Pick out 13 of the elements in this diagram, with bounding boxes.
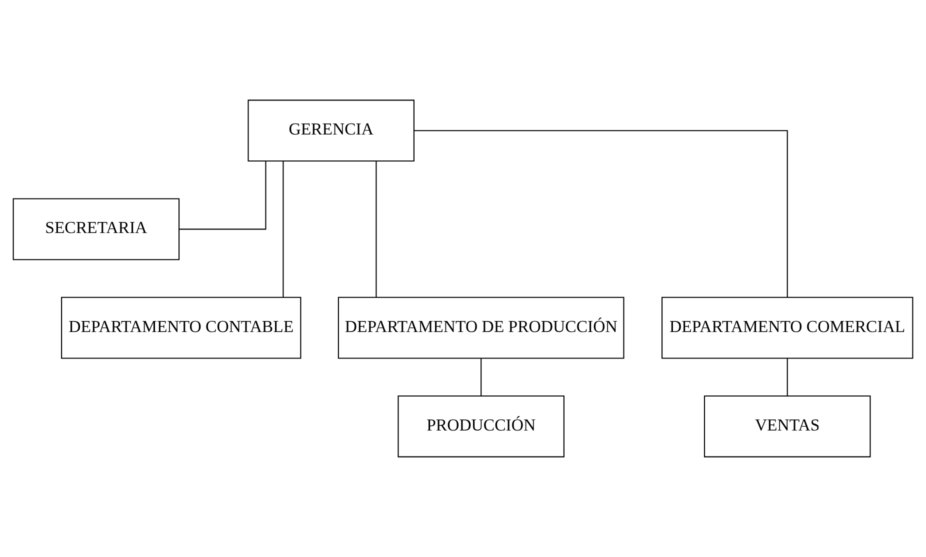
- connector: [414, 130, 788, 297]
- node-box: VENTAS: [704, 395, 871, 458]
- node-box: DEPARTAMENTO DE PRODUCCIÓN: [338, 296, 624, 359]
- connector: [179, 161, 266, 230]
- connector: [376, 161, 377, 298]
- connector: [480, 358, 482, 396]
- node-box: DEPARTAMENTO CONTABLE: [61, 296, 302, 359]
- connector: [282, 161, 284, 298]
- connector: [786, 358, 788, 396]
- node-box: GERENCIA: [248, 100, 414, 162]
- node-box: DEPARTAMENTO COMERCIAL: [662, 296, 914, 359]
- node-box: PRODUCCIÓN: [398, 395, 564, 458]
- node-box: SECRETARIA: [12, 198, 180, 260]
